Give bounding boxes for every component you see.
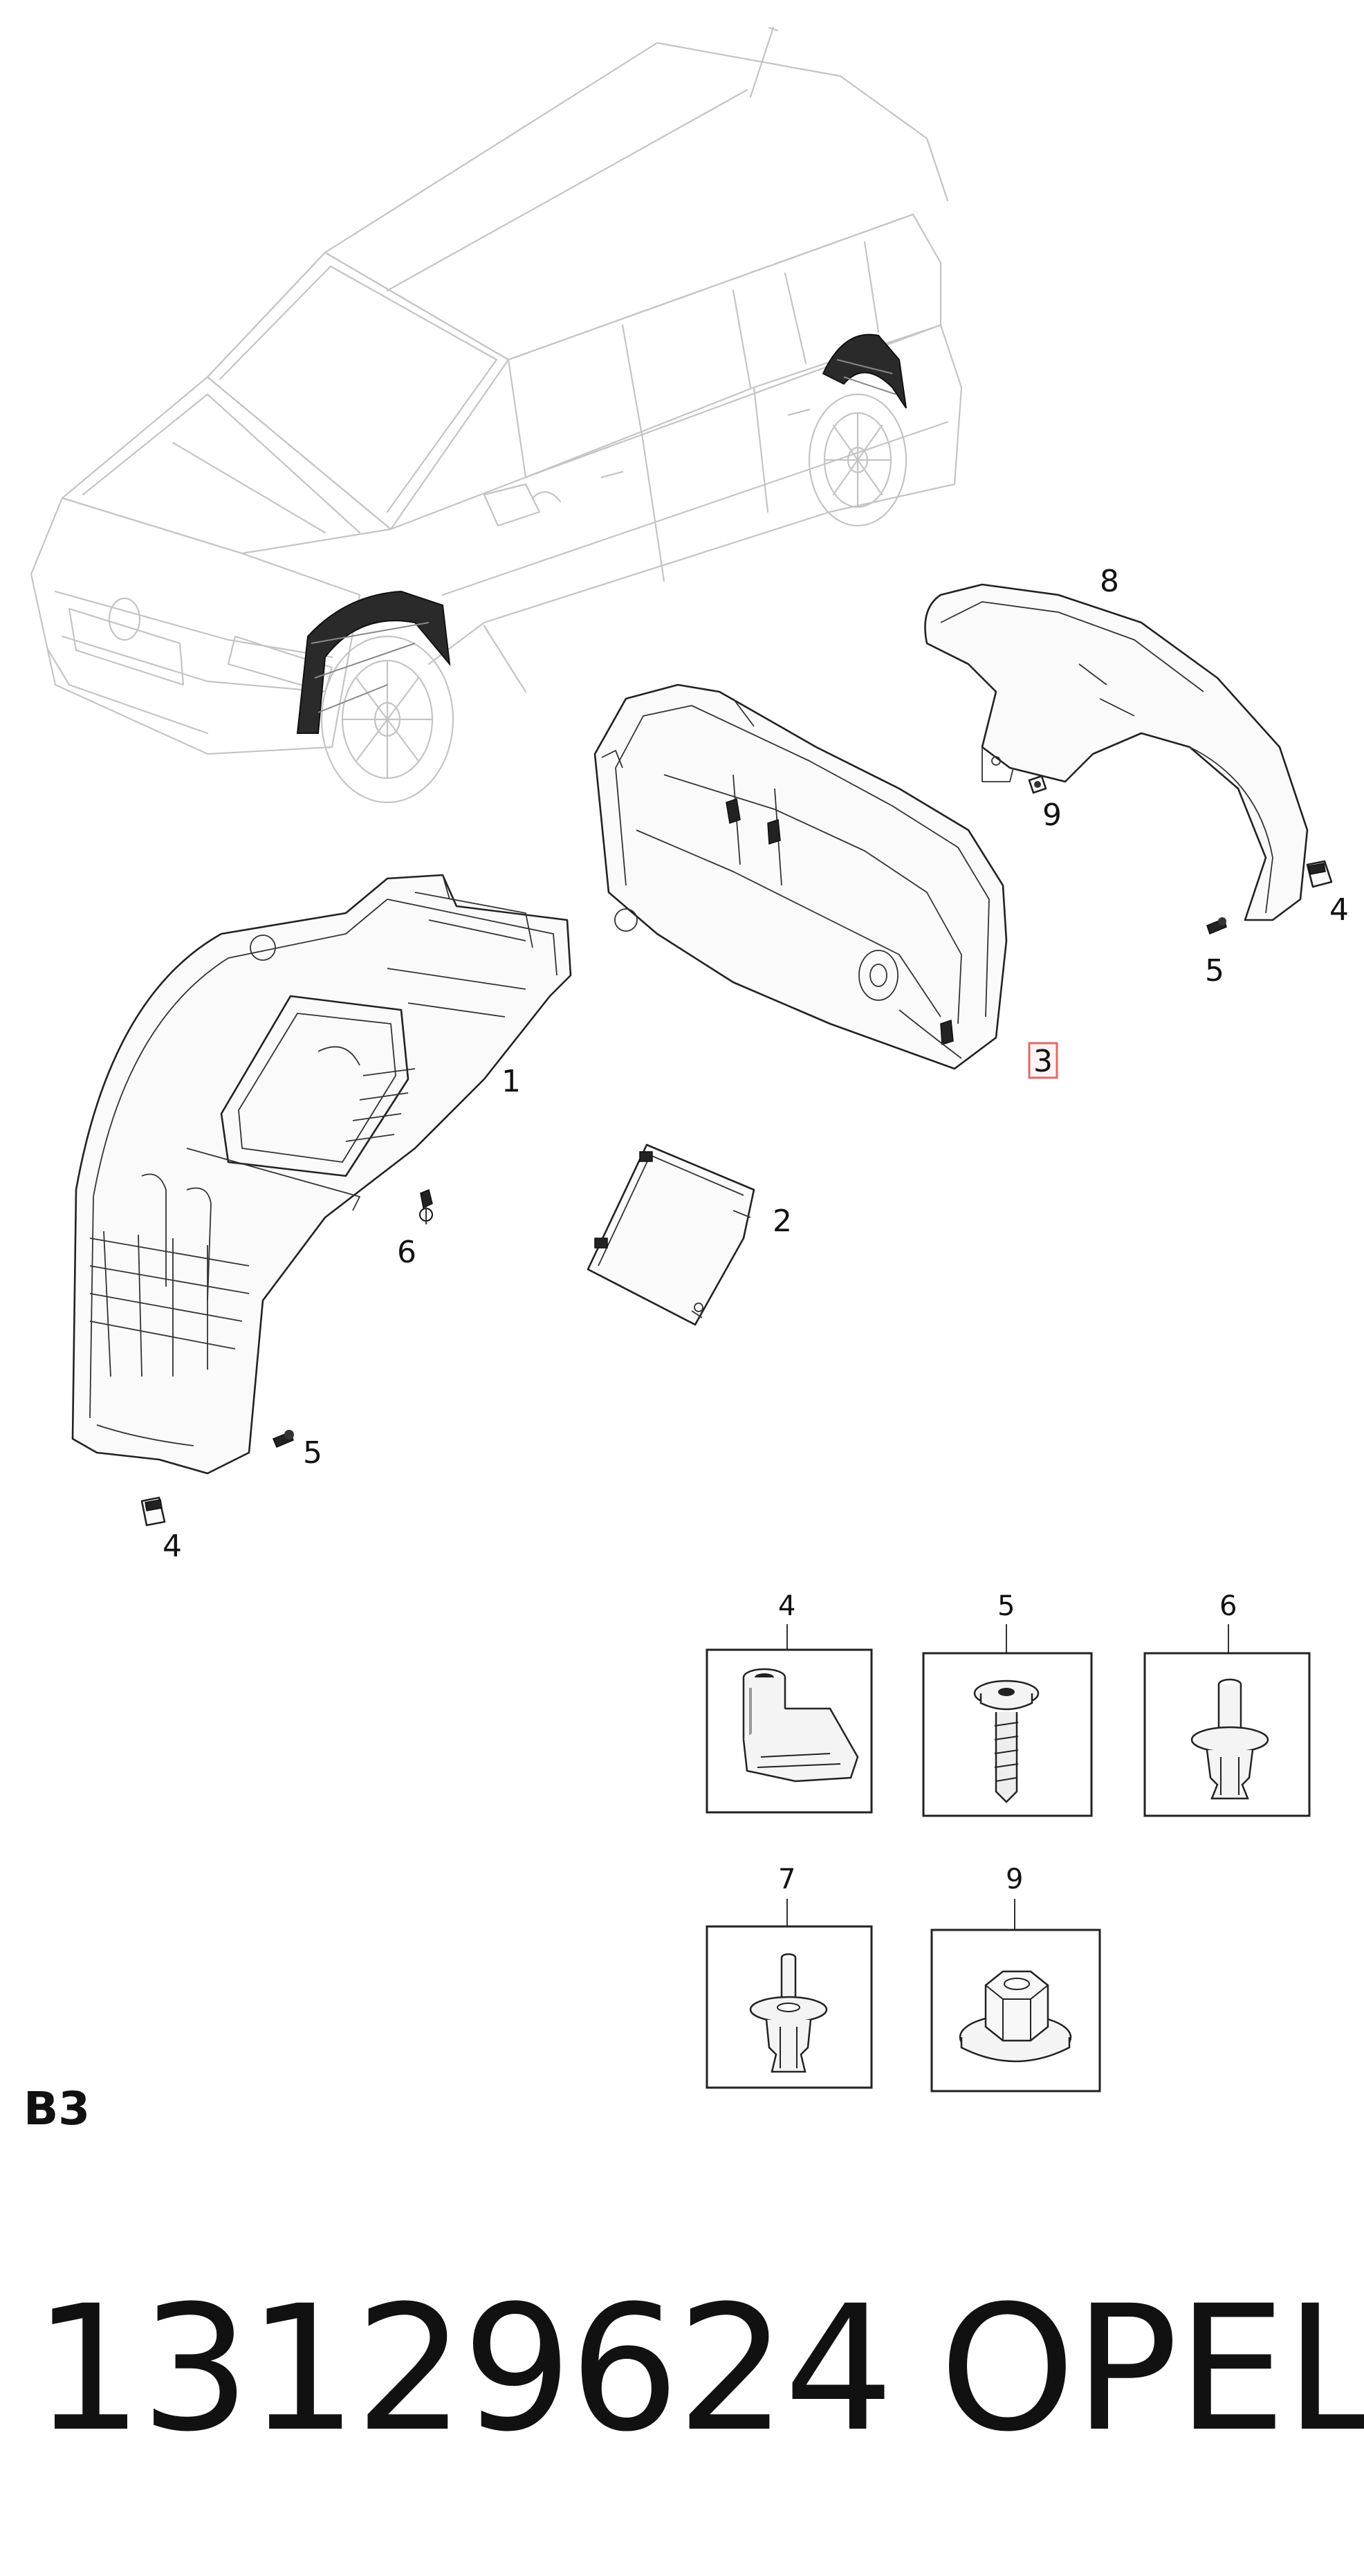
callout-5-left: 5 [303, 1435, 322, 1471]
rear-liner-on-car [822, 333, 907, 409]
fastener-5-in-diagram-right [1206, 917, 1227, 935]
callout-1: 1 [501, 1064, 521, 1099]
callout-4-left: 4 [163, 1529, 182, 1564]
figure-code: B3 [24, 2082, 91, 2135]
callout-4-right: 4 [1329, 892, 1349, 928]
vehicle-outline [30, 26, 963, 804]
cover-plate [587, 1143, 755, 1326]
callout-9: 9 [1042, 798, 1062, 833]
fastener-5-label: 5 [997, 1590, 1015, 1622]
fastener-9-in-diagram [1028, 775, 1047, 794]
screw-icon [973, 1680, 1040, 1803]
part-number: 13129624 [33, 2268, 894, 2469]
callout-3: 3 [1033, 1044, 1053, 1079]
callout-5-right: 5 [1205, 953, 1224, 988]
fastener-6-label: 6 [1219, 1590, 1237, 1622]
push-rivet-icon [1190, 1678, 1269, 1800]
fastener-7-label: 7 [778, 1864, 795, 1895]
fastener-box-6: 6 [1143, 1590, 1311, 1817]
callout-3-highlight-box [1028, 1042, 1058, 1079]
rear-wheelhouse-liner [593, 683, 1008, 1070]
hex-nut-icon [959, 1970, 1072, 2063]
callout-6: 6 [397, 1235, 416, 1270]
callout-2: 2 [773, 1204, 792, 1239]
fastener-box-7: 7 [706, 1864, 873, 2089]
fastener-box-4: 4 [706, 1590, 873, 1814]
front-wheelhouse-liner [71, 874, 572, 1475]
callout-8: 8 [1100, 564, 1119, 599]
fastener-5-in-diagram-left [273, 1430, 294, 1448]
fastener-4-label: 4 [778, 1590, 795, 1622]
rivet-pin-icon [749, 1953, 828, 2073]
fastener-4-in-diagram-right [1306, 860, 1333, 888]
fastener-4-in-diagram-left [140, 1496, 166, 1527]
fastener-9-label: 9 [1006, 1864, 1023, 1895]
fastener-6-in-diagram [419, 1188, 433, 1224]
fastener-box-5: 5 [922, 1590, 1093, 1817]
brand-name: OPEL [939, 2268, 1364, 2469]
front-liner-on-car [296, 590, 451, 734]
rear-splash-shield [924, 583, 1309, 921]
fastener-box-9: 9 [930, 1864, 1101, 2092]
clip-fastener-icon [742, 1668, 859, 1783]
